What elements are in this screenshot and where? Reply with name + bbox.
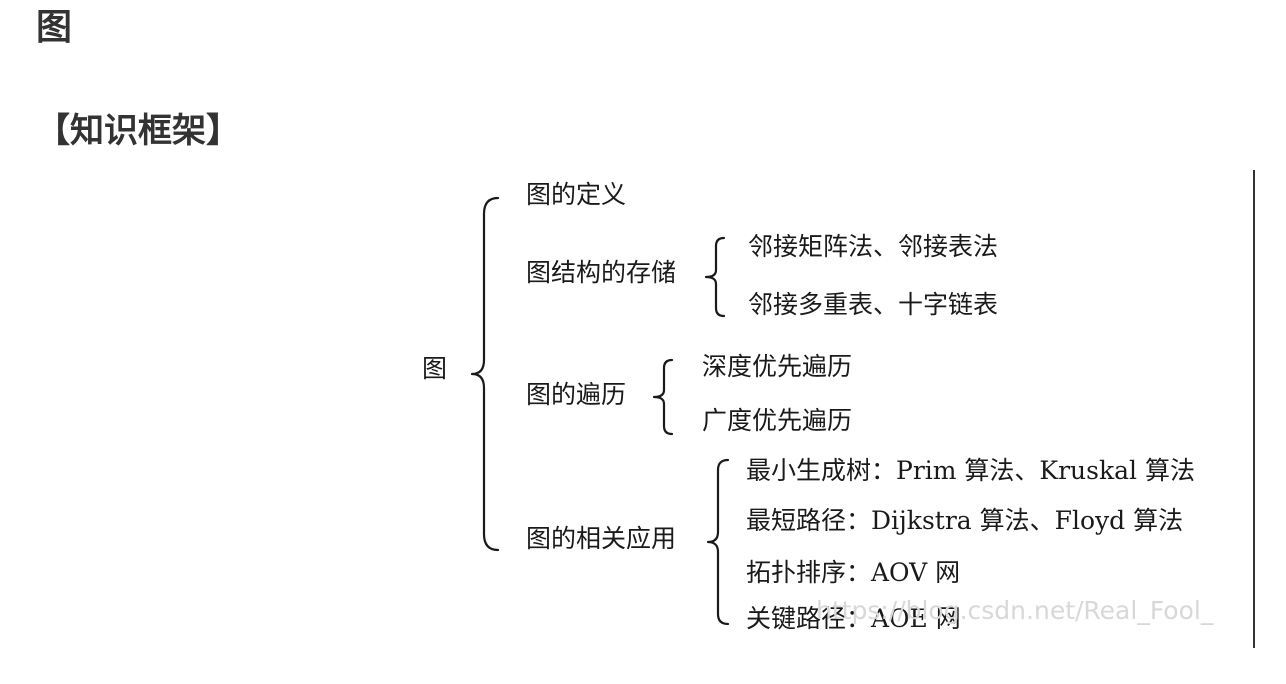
main-brace bbox=[470, 196, 500, 552]
traversal-brace bbox=[652, 358, 674, 436]
branch-storage: 图结构的存储 bbox=[526, 258, 677, 287]
traversal-child-2: 广度优先遍历 bbox=[702, 406, 853, 435]
applications-child-2: 最短路径：Dijkstra 算法、Floyd 算法 bbox=[746, 506, 1184, 535]
storage-child-1: 邻接矩阵法、邻接表法 bbox=[748, 232, 999, 261]
applications-child-3: 拓扑排序：AOV 网 bbox=[746, 558, 961, 587]
traversal-child-1: 深度优先遍历 bbox=[702, 352, 853, 381]
figure-right-border bbox=[1253, 170, 1255, 648]
page-title: 图 bbox=[36, 7, 73, 48]
applications-child-4: 关键路径：AOE 网 bbox=[746, 604, 961, 633]
branch-traversal: 图的遍历 bbox=[526, 380, 627, 409]
branch-applications: 图的相关应用 bbox=[526, 524, 677, 553]
knowledge-framework-diagram: 图 图的定义 图结构的存储 图的遍历 图的相关应用 邻接矩阵法、邻接表法 邻接多… bbox=[380, 170, 1256, 650]
branch-definition: 图的定义 bbox=[526, 180, 627, 209]
section-heading: 【知识框架】 bbox=[36, 111, 240, 151]
storage-child-2: 邻接多重表、十字链表 bbox=[748, 290, 999, 319]
diagram-root: 图 bbox=[422, 354, 448, 383]
storage-brace bbox=[704, 236, 726, 318]
applications-child-1: 最小生成树：Prim 算法、Kruskal 算法 bbox=[746, 456, 1195, 485]
watermark-text: https://blog.csdn.net/Real_Fool_ bbox=[816, 596, 1214, 625]
applications-brace bbox=[706, 458, 730, 626]
